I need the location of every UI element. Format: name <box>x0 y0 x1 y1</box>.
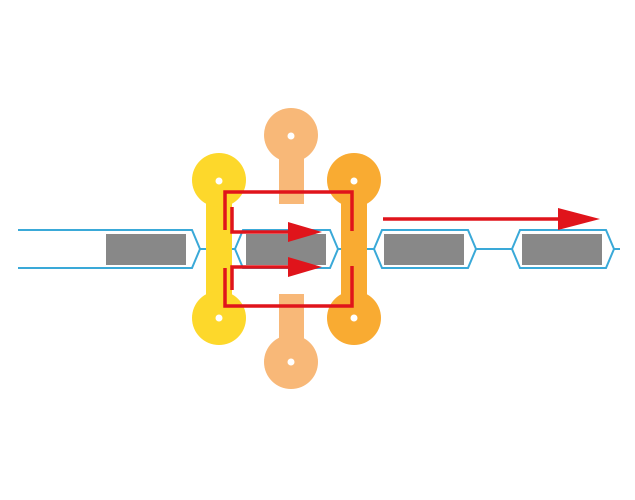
block-2 <box>246 234 326 265</box>
loop-arrow-lower-shaft <box>230 265 290 290</box>
loop-path-outer <box>223 190 354 231</box>
direction-arrow <box>558 208 600 230</box>
block-4 <box>522 234 602 265</box>
pin-dot <box>215 314 223 322</box>
arrow-heads <box>288 208 600 277</box>
block-1 <box>106 234 186 265</box>
pin-dot <box>350 177 358 185</box>
pin-dot <box>350 314 358 322</box>
pin-dot <box>287 132 295 140</box>
loop-arrow-lower <box>288 257 322 277</box>
loop-path-lower <box>223 266 354 308</box>
pin-dot <box>287 358 295 366</box>
loop-path <box>223 190 562 308</box>
loop-arrow-upper <box>288 222 322 242</box>
blocks <box>106 234 602 265</box>
peach-link-top <box>264 108 318 204</box>
block-3 <box>384 234 464 265</box>
pin-dot <box>215 177 223 185</box>
peach-link-bottom <box>264 294 318 389</box>
pin-dots <box>215 132 358 366</box>
loop-arrow-upper-shaft <box>230 207 290 234</box>
